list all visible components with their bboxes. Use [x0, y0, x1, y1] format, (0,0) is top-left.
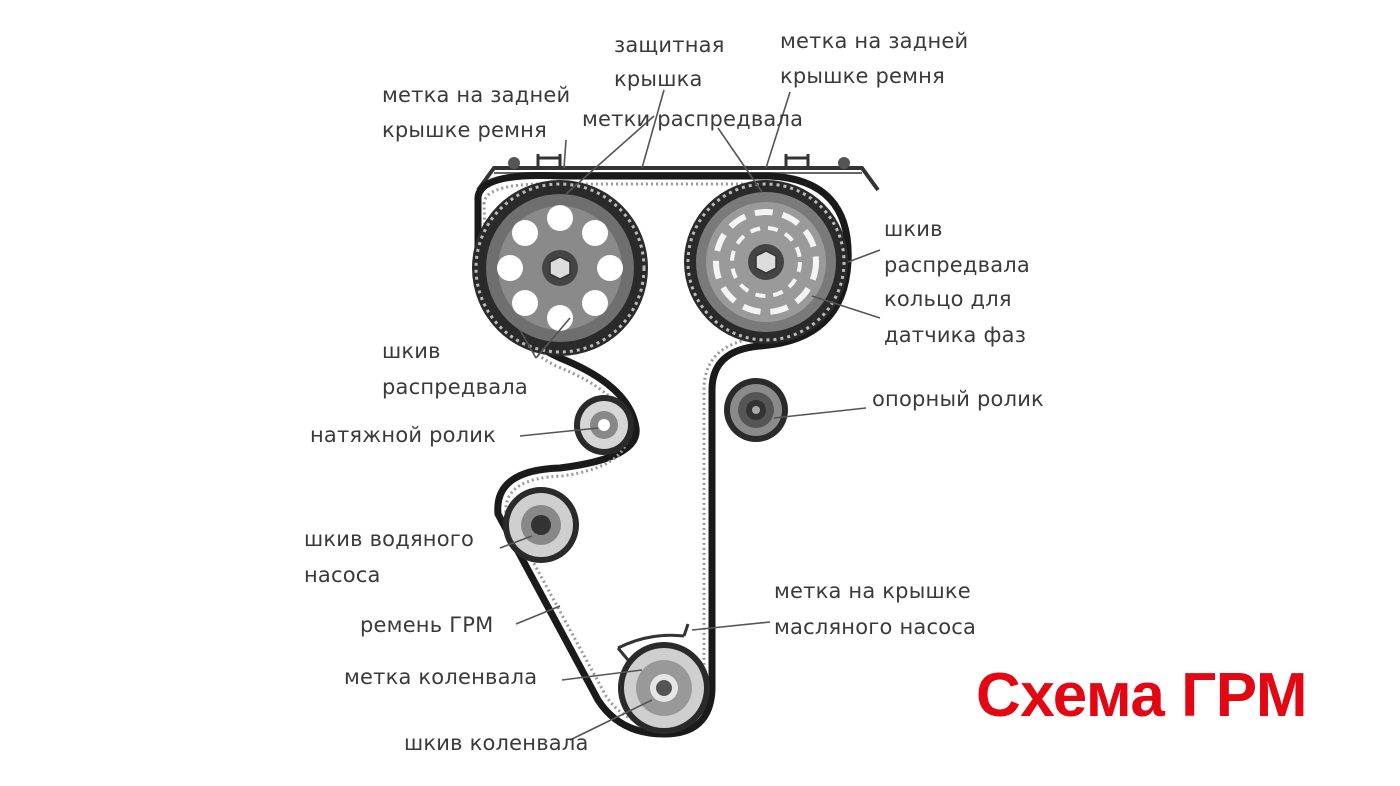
- cam-pulley-right: [684, 180, 848, 344]
- label-cam-pulley-left-line2: распредвала: [382, 375, 528, 399]
- labels: защитная крышка метка на задней крышке р…: [304, 29, 1044, 755]
- label-rear-mark-right-line2: крышке ремня: [780, 64, 945, 88]
- label-protective-cover-line1: защитная: [614, 33, 725, 57]
- phase-sensor-ring: [713, 209, 819, 315]
- page-title: Схема ГРМ: [976, 661, 1307, 730]
- label-rear-mark-left-line1: метка на задней: [382, 83, 570, 107]
- label-protective-cover-line2: крышка: [614, 67, 703, 91]
- cam-pulley-left: [472, 180, 648, 356]
- label-phase-ring-line1: кольцо для: [884, 287, 1012, 311]
- rear-cover-mark-left: [536, 154, 562, 168]
- label-rear-mark-right-line1: метка на задней: [780, 29, 968, 53]
- crankshaft-pulley: [618, 642, 710, 734]
- label-cam-pulley-right-line2: распредвала: [884, 253, 1030, 277]
- oil-pump-cover-mark: [616, 623, 690, 661]
- label-crank-pulley: шкив коленвала: [404, 731, 589, 755]
- label-rear-mark-left-line2: крышке ремня: [382, 118, 547, 142]
- label-phase-ring-line2: датчика фаз: [884, 323, 1026, 347]
- label-oil-pump-mark-line1: метка на крышке: [774, 579, 971, 603]
- label-cam-marks: метки распредвала: [582, 107, 803, 131]
- label-belt: ремень ГРМ: [360, 613, 493, 637]
- label-cam-pulley-right-line1: шкив: [884, 217, 943, 241]
- label-idler: опорный ролик: [872, 387, 1044, 411]
- idler-roller: [724, 378, 788, 442]
- label-cam-pulley-left-line1: шкив: [382, 339, 441, 363]
- label-crank-mark: метка коленвала: [344, 665, 537, 689]
- tensioner-roller: [574, 395, 634, 455]
- rear-cover-mark-right: [784, 154, 810, 168]
- leader-lines: [499, 89, 881, 741]
- label-water-pump-line2: насоса: [304, 563, 381, 587]
- label-oil-pump-mark-line2: масляного насоса: [774, 615, 976, 639]
- label-water-pump-line1: шкив водяного: [304, 527, 474, 551]
- label-tensioner: натяжной ролик: [310, 423, 496, 447]
- water-pump-pulley: [503, 487, 579, 563]
